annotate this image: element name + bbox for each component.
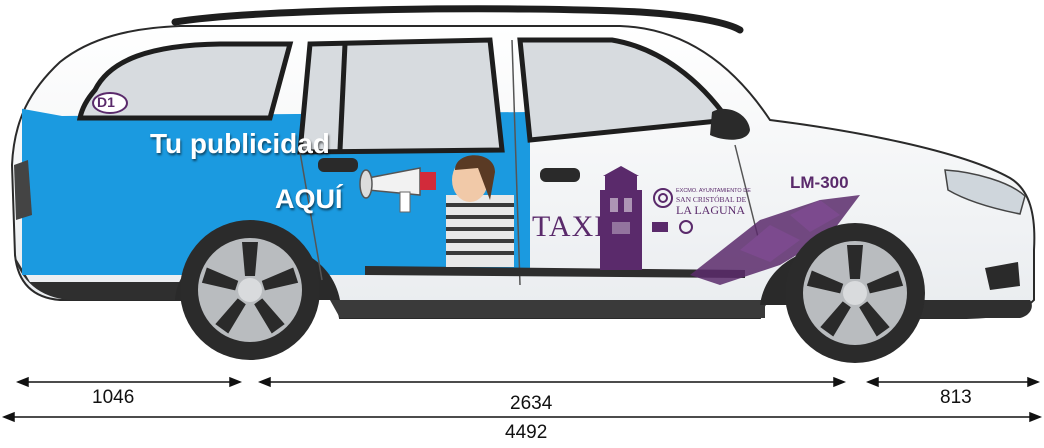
headlight — [944, 169, 1026, 215]
side-sill — [330, 300, 765, 318]
unesco-emblems — [652, 220, 693, 234]
fog-light — [985, 262, 1020, 290]
front-wheel — [785, 223, 925, 363]
ad-subheadline: AQUÍ — [275, 184, 343, 214]
dimension-lines — [1, 376, 1043, 423]
crest-emblem — [653, 188, 673, 208]
rear-door-handle — [318, 158, 358, 172]
taxi-label: TAXI — [532, 210, 606, 243]
purple-pattern — [690, 195, 860, 285]
window-divider — [337, 43, 348, 151]
total-length-label: 4492 — [505, 422, 548, 443]
rear-overhang-label: 813 — [940, 387, 972, 408]
tail-light — [14, 160, 32, 220]
rear-quarter-window — [76, 41, 294, 121]
crest-mid-text: SAN CRISTÓBAL DE — [676, 195, 747, 204]
rear-door-window — [297, 37, 505, 155]
wheelbase-label: 2634 — [510, 393, 553, 414]
front-bumper — [905, 300, 1032, 318]
front-door-handle — [540, 168, 580, 182]
front-overhang-label: 1046 — [92, 387, 135, 408]
plate-code: LM-300 — [790, 173, 849, 192]
bell-tower-illustration — [600, 166, 642, 270]
door-tag-label: D1 — [97, 94, 115, 110]
rear-bumper — [14, 255, 185, 300]
roof-rail — [171, 5, 744, 34]
crest-big-text: LA LAGUNA — [676, 203, 745, 217]
rub-strip — [365, 266, 745, 278]
ad-headline: Tu publicidad — [150, 128, 330, 159]
crest-small-text: EXCMO. AYUNTAMIENTO DE — [676, 188, 751, 194]
side-mirror — [710, 108, 750, 140]
promo-woman-with-megaphone — [359, 155, 514, 267]
door-tag-badge — [92, 92, 128, 114]
rear-wheel — [180, 220, 320, 360]
